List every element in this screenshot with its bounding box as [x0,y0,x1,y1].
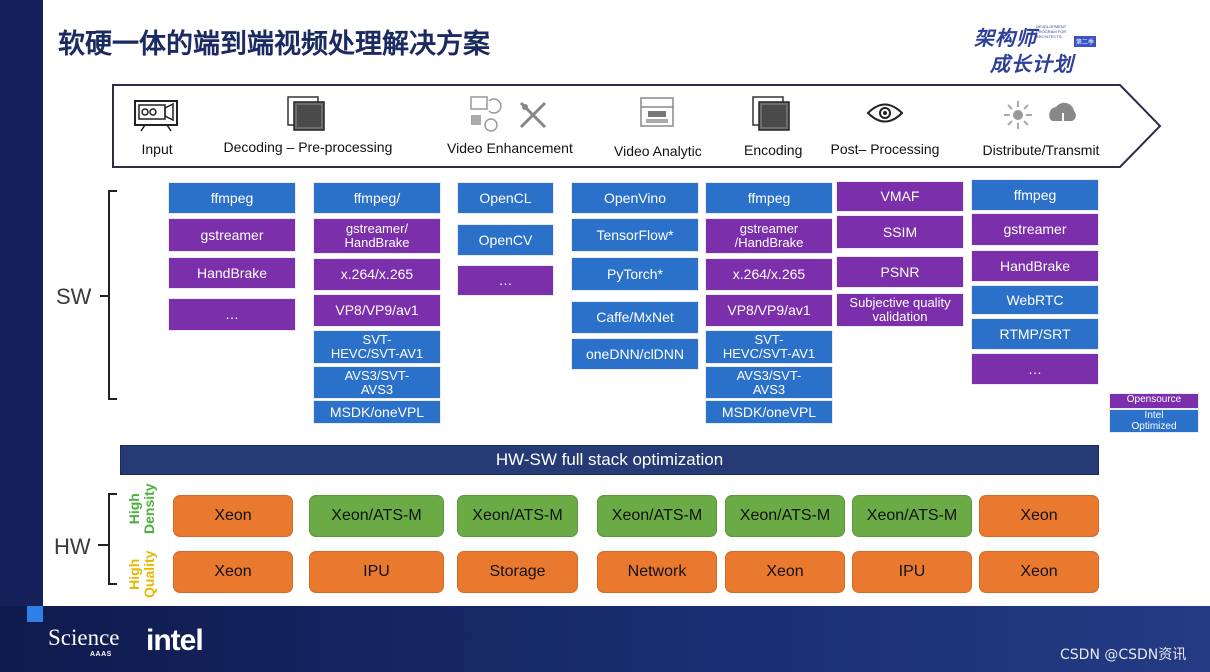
logo-line-1: 架构师 [974,26,1037,50]
stage-label: Distribute/Transmit [982,142,1100,158]
sw-item-box: TensorFlow* [571,218,699,252]
stage-label: Input [141,141,173,157]
sw-item-box: MSDK/oneVPL [705,400,833,424]
video-camera-icon [131,95,183,138]
stage-label: Video Enhancement [447,140,573,156]
stage-label: Post– Processing [830,141,940,157]
image-tools-icon [469,95,551,140]
cloud-network-icon [1000,97,1082,140]
hw-item-box: Xeon [173,495,293,537]
sw-bracket [100,190,117,400]
intel-logo: intel [146,624,204,657]
hw-item-box: Xeon [979,495,1099,537]
sw-item-box: Caffe/MxNet [571,301,699,334]
sw-item-box: SSIM [836,215,964,249]
sw-item-box: PSNR [836,256,964,288]
hw-item-box: Xeon/ATS-M [852,495,972,537]
hw-item-box: Xeon/ATS-M [725,495,845,537]
hw-item-box: Xeon/ATS-M [597,495,717,537]
hw-item-box: Xeon/ATS-M [309,495,444,537]
sw-item-box: … [457,265,554,296]
hw-item-box: Network [597,551,717,593]
sw-item-box: … [971,353,1099,385]
sw-item-box: AVS3/SVT- AVS3 [313,366,441,399]
analytics-panel-icon [638,95,678,136]
hw-item-box: IPU [852,551,972,593]
eye-icon [865,100,905,131]
legend-opensource: Opensource [1109,393,1199,409]
sw-item-box: ffmpeg [971,179,1099,211]
sw-item-box: gstreamer/ HandBrake [313,218,441,254]
legend-intel-optimized: Intel Optimized [1109,409,1199,433]
hw-item-box: Xeon [173,551,293,593]
sw-item-box: RTMP/SRT [971,318,1099,350]
high-density-label: High Density [126,483,157,534]
hw-item-box: Xeon [979,551,1099,593]
hw-item-box: Storage [457,551,578,593]
sw-item-box: SVT- HEVC/SVT-AV1 [705,330,833,364]
stage-label: Encoding [744,142,803,158]
hw-item-box: Xeon/ATS-M [457,495,578,537]
sw-item-box: HandBrake [971,250,1099,282]
pipeline-arrow [112,84,1162,168]
sw-item-box: SVT- HEVC/SVT-AV1 [313,330,441,364]
sw-item-box: x.264/x.265 [313,258,441,291]
logo-line-2: 成长计划 [990,52,1074,76]
hw-sw-optimization-bar: HW-SW full stack optimization [120,445,1099,475]
page-title: 软硬一体的端到端视频处理解决方案 [58,29,490,60]
layered-frames-icon [286,95,330,140]
logo-small-text: DEVELOPMENT PROGRAM FOR ARCHITECTS [1036,24,1067,39]
sw-item-box: OpenCL [457,182,554,214]
hw-item-box: IPU [309,551,444,593]
sw-item-box: ffmpeg [705,182,833,214]
sw-item-box: x.264/x.265 [705,258,833,291]
sw-item-box: WebRTC [971,285,1099,315]
footer-band [0,606,1210,672]
hw-label: HW [54,534,91,559]
sw-item-box: OpenCV [457,224,554,256]
sw-item-box: Subjective quality validation [836,293,964,327]
sw-item-box: OpenVino [571,182,699,214]
stage-label: Decoding – Pre-processing [223,139,393,155]
sw-item-box: gstreamer /HandBrake [705,218,833,254]
logo-tag: 第二季 [1074,36,1097,47]
science-logo: Science [48,625,120,650]
sw-item-box: VP8/VP9/av1 [705,294,833,327]
sw-item-box: VP8/VP9/av1 [313,294,441,327]
footer-accent-square [27,606,43,622]
architect-program-logo: 架构师 DEVELOPMENT PROGRAM FOR ARCHITECTS 第… [970,20,1110,76]
sw-item-box: MSDK/oneVPL [313,400,441,424]
sw-item-box: HandBrake [168,257,296,289]
sw-item-box: VMAF [836,181,964,212]
sw-item-box: ffmpeg/ [313,182,441,214]
csdn-watermark: CSDN @CSDN资讯 [1060,647,1187,663]
hw-item-box: Xeon [725,551,845,593]
sw-item-box: gstreamer [168,218,296,252]
sw-item-box: PyTorch* [571,257,699,291]
stage-label: Video Analytic [614,143,702,159]
sw-item-box: ffmpeg [168,182,296,214]
hw-bracket [98,493,117,585]
layered-frames-icon [751,95,795,140]
sw-label: SW [56,284,92,309]
sw-item-box: oneDNN/clDNN [571,338,699,370]
left-accent-bar [0,0,43,606]
sw-item-box: gstreamer [971,213,1099,246]
sw-item-box: AVS3/SVT- AVS3 [705,366,833,399]
high-quality-label: High Quality [126,550,157,598]
sw-item-box: … [168,298,296,331]
science-aaas-text: AAAS [90,651,112,658]
